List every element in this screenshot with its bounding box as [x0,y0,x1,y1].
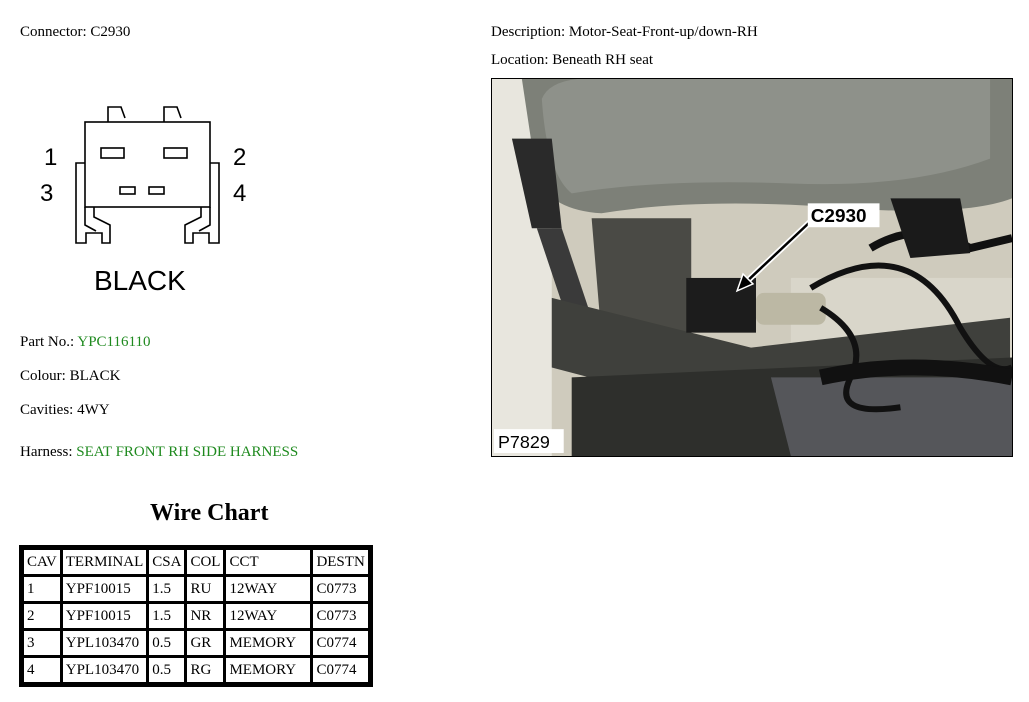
location-photo: C2930 P7829 [491,78,1013,457]
connector-face-diagram: 1 2 3 4 BLACK [40,106,246,296]
header-cell: COL [187,550,224,574]
terminal-cell: YPL103470 [62,658,147,682]
destn-cell: C0774 [313,658,368,682]
cavities-field: Cavities: 4WY [20,402,110,419]
photo-callout-label: C2930 [811,206,867,227]
cct-cell: 12WAY [226,577,311,601]
header-cell: TERMINAL [62,550,147,574]
table-row: 4 YPL103470 0.5 RG MEMORY C0774 [24,658,368,682]
col-cell: GR [187,631,224,655]
header-cell: CAV [24,550,60,574]
destn-cell: C0774 [313,631,368,655]
terminal-cell: YPL103470 [62,631,147,655]
colour-value: BLACK [69,368,121,384]
location-label: Location: [491,52,549,68]
cct-cell: MEMORY [226,658,311,682]
colour-label: Colour: [20,368,66,384]
harness-link[interactable]: SEAT FRONT RH SIDE HARNESS [76,444,299,460]
pin-2-label: 2 [233,144,246,171]
description-value: Motor-Seat-Front-up/down-RH [568,24,758,40]
col-cell: RG [187,658,224,682]
terminal-cell: YPF10015 [62,577,147,601]
table-row: 3 YPL103470 0.5 GR MEMORY C0774 [24,631,368,655]
col-cell: RU [187,577,224,601]
pin-4-label: 4 [233,180,246,207]
cavities-value: 4WY [77,402,110,418]
destn-cell: C0773 [313,604,368,628]
connector-label: Connector: [20,24,87,40]
wire-chart-header-row: CAV TERMINAL CSA COL CCT DESTN [24,550,368,574]
cav-cell: 4 [24,658,60,682]
cct-cell: 12WAY [226,604,311,628]
csa-cell: 0.5 [149,631,185,655]
part-no-link[interactable]: YPC116110 [77,334,151,350]
csa-cell: 0.5 [149,658,185,682]
csa-cell: 1.5 [149,604,185,628]
part-no-field: Part No.: YPC116110 [20,334,150,351]
cavities-label: Cavities: [20,402,74,418]
cav-cell: 2 [24,604,60,628]
location-value: Beneath RH seat [552,52,654,68]
location-field: Location: Beneath RH seat [491,52,653,69]
header-cell: CSA [149,550,185,574]
table-row: 2 YPF10015 1.5 NR 12WAY C0773 [24,604,368,628]
harness-field: Harness: SEAT FRONT RH SIDE HARNESS [20,444,298,461]
colour-field: Colour: BLACK [20,368,120,385]
header-cell: CCT [226,550,311,574]
table-row: 1 YPF10015 1.5 RU 12WAY C0773 [24,577,368,601]
wire-chart-title: Wire Chart [150,500,269,526]
diagram-colour-label: BLACK [94,265,186,296]
pin-3-label: 3 [40,180,53,207]
photo-reference-label: P7829 [498,432,550,452]
destn-cell: C0773 [313,577,368,601]
wire-chart-table: CAV TERMINAL CSA COL CCT DESTN 1 YPF1001… [19,545,373,687]
cav-cell: 1 [24,577,60,601]
pin-1-label: 1 [44,144,57,171]
cct-cell: MEMORY [226,631,311,655]
connector-field: Connector: C2930 [20,24,130,41]
csa-cell: 1.5 [149,577,185,601]
connector-value: C2930 [90,24,131,40]
harness-label: Harness: [20,444,73,460]
cav-cell: 3 [24,631,60,655]
description-field: Description: Motor-Seat-Front-up/down-RH [491,24,758,41]
terminal-cell: YPF10015 [62,604,147,628]
header-cell: DESTN [313,550,368,574]
part-no-label: Part No.: [20,334,75,350]
description-label: Description: [491,24,566,40]
col-cell: NR [187,604,224,628]
